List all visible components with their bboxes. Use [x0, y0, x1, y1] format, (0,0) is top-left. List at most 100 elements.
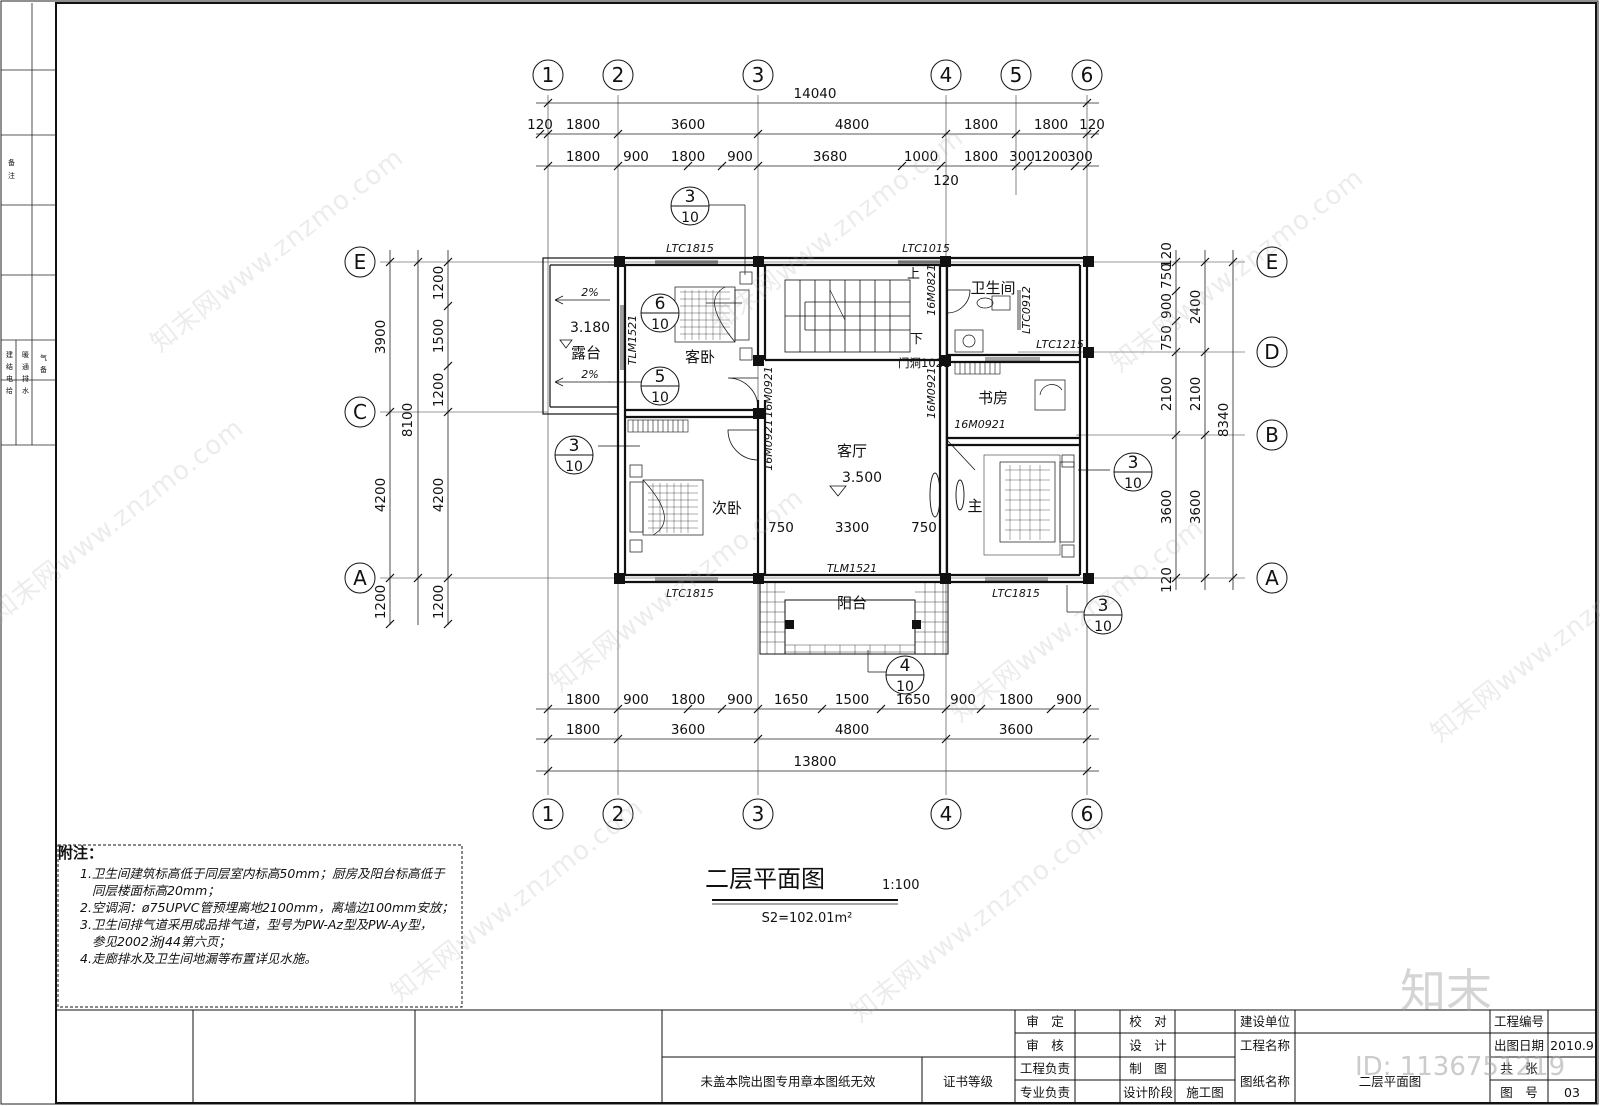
svg-text:备: 备 [40, 365, 47, 374]
general-notes: 附注： 1.卫生间建筑标高低于同层室内标高50mm；厨房及阳台标高低于 同层楼面… [58, 845, 456, 1005]
axis-bottom-3: 3 [752, 802, 765, 826]
svg-text:图纸名称: 图纸名称 [1240, 1074, 1290, 1089]
axis-bubbles [344, 59, 1288, 830]
svg-text:16M0921: 16M0921 [762, 366, 775, 417]
svg-text:10: 10 [565, 459, 583, 475]
svg-text:03: 03 [1564, 1085, 1580, 1100]
svg-text:3680: 3680 [813, 149, 847, 165]
svg-text:13800: 13800 [794, 754, 837, 770]
detail-callouts [554, 186, 1153, 695]
axis-top-5: 5 [1010, 63, 1023, 87]
room-guest: 客卧 [685, 348, 715, 366]
axis-right-E: E [1266, 250, 1279, 274]
svg-text:气: 气 [40, 353, 47, 362]
svg-text:4800: 4800 [835, 722, 869, 738]
svg-text:3600: 3600 [1159, 490, 1175, 524]
svg-text:门洞1021: 门洞1021 [898, 356, 950, 370]
dim-ticks [385, 98, 1238, 776]
drawing-title: 二层平面图 1:100 S2=102.01m² [705, 865, 919, 926]
svg-text:120: 120 [933, 173, 959, 189]
svg-text:4200: 4200 [431, 478, 447, 512]
left-strip-labels: 建 结 电 给 暖 通 排 水 气 备 备 注 [6, 158, 47, 395]
svg-text:750: 750 [911, 520, 937, 536]
svg-text:通: 通 [22, 362, 29, 371]
svg-text:1800: 1800 [671, 149, 705, 165]
svg-text:750: 750 [768, 520, 794, 536]
svg-text:制 图: 制 图 [1129, 1061, 1167, 1076]
svg-text:1000: 1000 [904, 149, 938, 165]
svg-text:3600: 3600 [671, 722, 705, 738]
dimension-text-vertical: 3900 4200 1200 8100 1200 1500 1200 4200 … [373, 242, 1232, 619]
bath-fixtures [954, 295, 1066, 411]
svg-text:16M0921: 16M0921 [762, 419, 775, 470]
opening-labels: LTC1815 LTC1015 LTC1815 LTC1815 TLM1521 … [626, 242, 1084, 600]
svg-text:建: 建 [6, 350, 13, 359]
svg-text:1650: 1650 [896, 692, 930, 708]
note-line-1b: 同层楼面标高20mm； [92, 883, 220, 898]
svg-text:建设单位: 建设单位 [1240, 1014, 1290, 1029]
closets [627, 361, 1001, 433]
svg-text:300: 300 [1009, 149, 1035, 165]
svg-text:电: 电 [6, 374, 13, 383]
svg-text:120: 120 [1159, 567, 1175, 593]
dimension-lines [389, 102, 1234, 772]
svg-text:TLM1521: TLM1521 [827, 562, 877, 575]
svg-text:16M0921: 16M0921 [954, 418, 1005, 431]
svg-text:10: 10 [1124, 476, 1142, 492]
svg-text:3: 3 [685, 187, 696, 207]
svg-text:3: 3 [569, 436, 580, 456]
notes-heading: 附注： [58, 844, 104, 862]
svg-text:出图日期: 出图日期 [1494, 1038, 1544, 1053]
axis-right-D: D [1264, 340, 1279, 364]
svg-text:3: 3 [1098, 596, 1109, 616]
svg-text:900: 900 [623, 149, 649, 165]
svg-text:750: 750 [1159, 325, 1175, 351]
svg-text:给: 给 [6, 386, 13, 395]
svg-text:2100: 2100 [1159, 377, 1175, 411]
svg-text:1800: 1800 [566, 692, 600, 708]
svg-text:备: 备 [8, 158, 15, 167]
axis-bottom-2: 2 [612, 802, 625, 826]
level-terrace: 3.180 [570, 320, 610, 336]
windows [620, 260, 1048, 581]
svg-text:二层平面图: 二层平面图 [1359, 1074, 1422, 1089]
walls [616, 256, 1089, 584]
slope-1: 2% [581, 286, 598, 299]
svg-text:900: 900 [1056, 692, 1082, 708]
axis-bottom-6: 6 [1081, 802, 1094, 826]
brand-watermark: 知末 [1400, 964, 1492, 1018]
axis-bottom-4: 4 [940, 802, 953, 826]
axis-left-C: C [353, 400, 367, 424]
svg-text:750: 750 [1159, 263, 1175, 289]
axis-left-A: A [353, 566, 367, 590]
svg-text:10: 10 [1094, 619, 1112, 635]
axis-right-A: A [1265, 566, 1279, 590]
slope-2: 2% [581, 368, 598, 381]
svg-text:14040: 14040 [794, 86, 837, 102]
svg-text:1200: 1200 [431, 373, 447, 407]
svg-text:900: 900 [727, 692, 753, 708]
title-block-lines [56, 1009, 1596, 1104]
svg-text:900: 900 [950, 692, 976, 708]
svg-text:TLM1521: TLM1521 [626, 315, 639, 365]
axis-lines [380, 95, 1245, 795]
axis-top-1: 1 [542, 63, 555, 87]
svg-text:900: 900 [1159, 293, 1175, 319]
svg-text:4200: 4200 [373, 478, 389, 512]
room-master: 主 [967, 497, 982, 515]
svg-text:注: 注 [8, 171, 15, 180]
svg-text:1800: 1800 [999, 692, 1033, 708]
svg-text:900: 900 [727, 149, 753, 165]
svg-text:设计阶段: 设计阶段 [1123, 1085, 1173, 1100]
axis-labels: 1 2 3 4 5 6 1 2 3 4 6 E C A E D B A [353, 63, 1280, 826]
axis-top-6: 6 [1081, 63, 1094, 87]
svg-text:LTC1815: LTC1815 [666, 242, 714, 255]
level-living: 3.500 [842, 470, 882, 486]
svg-text:4: 4 [900, 656, 911, 676]
axis-right-B: B [1265, 423, 1279, 447]
svg-text:16M0821: 16M0821 [925, 264, 938, 315]
axis-top-3: 3 [752, 63, 765, 87]
svg-text:1800: 1800 [566, 149, 600, 165]
svg-text:水: 水 [22, 386, 29, 395]
